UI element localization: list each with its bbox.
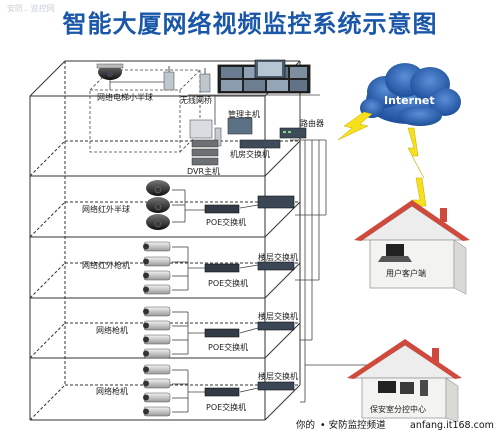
dome-camera: [146, 180, 170, 196]
ir-bullet-cameras: [143, 241, 171, 295]
network-cabling: [109, 75, 381, 413]
user-client-house: [354, 200, 470, 295]
poe-switch-label: POE交换机: [208, 342, 248, 352]
bullet-camera: [143, 320, 171, 331]
ir-dome-label: 网络红外半球: [82, 204, 130, 214]
bullet-camera: [143, 378, 171, 389]
bullet-cameras: [143, 306, 171, 359]
poe-switch-icon: [204, 263, 240, 273]
watermark-left: 你的: [296, 419, 315, 431]
machine-room-switch-icon: [239, 139, 281, 149]
ir-dome-cameras: [146, 180, 170, 230]
poe-switch-icon: [204, 328, 240, 338]
bullet-camera: [143, 306, 171, 317]
poe-switch-label: POE交换机: [206, 402, 246, 412]
poe-switch-icon: [204, 387, 240, 397]
bullet-camera: [143, 256, 171, 267]
router-icon: [279, 127, 307, 139]
dvr-host-icon: [191, 139, 219, 166]
router-label: 路由器: [300, 118, 324, 128]
bullet-camera: [143, 270, 171, 281]
floor-switch-label: 楼层交换机: [258, 371, 298, 381]
security-center-house: [347, 339, 462, 423]
bullet-label-floor5: 网络枪机: [96, 386, 128, 396]
bullet-label-floor4: 网络枪机: [96, 325, 128, 335]
wireless-bridge-icon: [163, 66, 211, 93]
user-client-label: 用户客户端: [386, 268, 426, 278]
watermark-channel: • 安防监控频道: [320, 419, 386, 431]
video-wall-monitors: [217, 59, 311, 94]
bullet-camera: [143, 364, 171, 375]
floor-switch-icon: [257, 195, 295, 209]
watermark-url: anfang.it168.com: [410, 420, 494, 431]
dome-camera: [146, 197, 170, 213]
security-center-label: 保安室分控中心: [370, 404, 426, 414]
poe-switch-label: POE交换机: [206, 217, 246, 227]
bullet-camera: [143, 241, 171, 252]
brand-watermark: 安防.. 监控网: [7, 4, 55, 13]
poe-switch-label: POE交换机: [208, 278, 248, 288]
mgmt-host-label: 管理主机: [228, 109, 260, 119]
poe-switch-icon: [204, 204, 240, 214]
floor-switch-icon: [257, 381, 295, 391]
dome-camera: [146, 214, 170, 230]
internet-label: Internet: [384, 94, 435, 107]
floor-switch-label: 楼层交换机: [258, 252, 298, 262]
bullet-cameras: [143, 364, 171, 417]
bullet-camera: [143, 406, 171, 417]
internet-cloud: [360, 63, 461, 126]
dvr-host-label: DVR主机: [187, 166, 220, 176]
machine-room-switch-label: 机房交换机: [230, 149, 270, 159]
wireless-bridge-label: 无线网桥: [180, 95, 212, 105]
diagram-title: 智能大厦网络视频监控系统示意图: [62, 10, 438, 38]
bullet-camera: [143, 392, 171, 403]
elevator-dome-label: 网络电梯小半球: [97, 92, 153, 102]
bullet-camera: [143, 334, 171, 345]
bullet-camera: [143, 284, 171, 295]
management-host-icon: [189, 117, 253, 147]
lightning-bolt-icon: [337, 111, 431, 231]
floor-switch-label: 楼层交换机: [258, 311, 298, 321]
ir-bullet-label: 网络红外枪机: [82, 260, 130, 270]
floor-switch-icon: [257, 321, 295, 331]
elevator-dome-camera: [96, 63, 124, 80]
floor-switch-icon: [257, 261, 295, 271]
bullet-camera: [143, 348, 171, 359]
